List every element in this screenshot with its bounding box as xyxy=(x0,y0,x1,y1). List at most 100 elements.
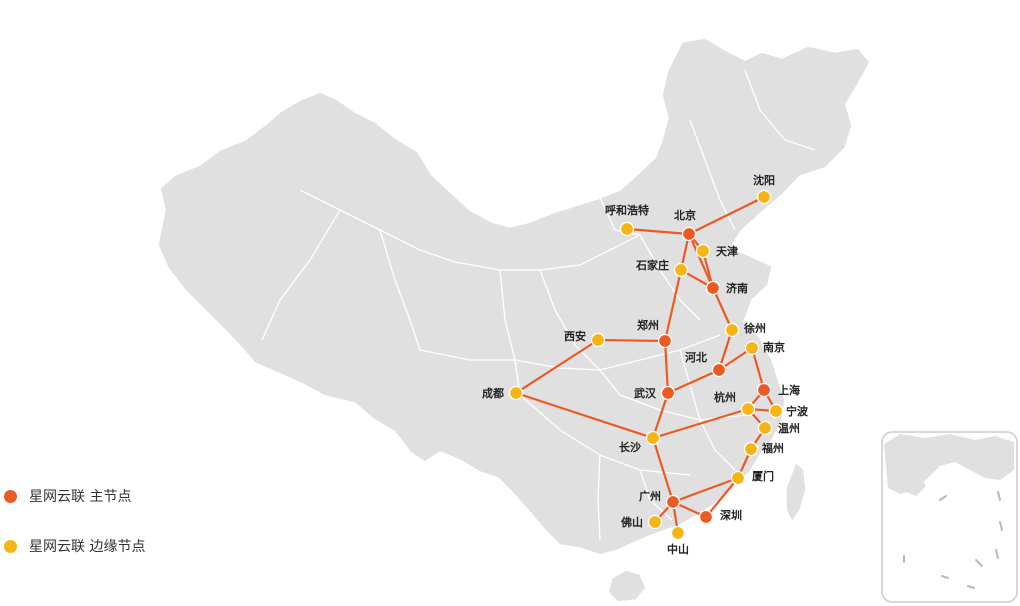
node-wenzhou[interactable]: 温州 xyxy=(757,420,801,436)
city-label-zhengzhou: 郑州 xyxy=(637,318,659,332)
city-label-guangzhou: 广州 xyxy=(639,489,661,503)
node-hebei[interactable]: 河北 xyxy=(685,350,727,378)
city-label-wuhan: 武汉 xyxy=(634,386,657,400)
edge-node-marker-ningbo[interactable] xyxy=(768,403,784,419)
node-xiamen[interactable]: 厦门 xyxy=(730,469,775,486)
edge-node-marker-huhehaote[interactable] xyxy=(619,221,635,237)
main-node-marker-hebei[interactable] xyxy=(711,362,727,378)
node-ningbo[interactable]: 宁波 xyxy=(768,403,809,419)
route-shijiazhuang-zhengzhou xyxy=(663,269,683,342)
city-label-shenzhen: 深圳 xyxy=(720,508,742,522)
city-label-xiamen: 厦门 xyxy=(752,469,774,483)
edge-node-marker-changsha[interactable] xyxy=(645,430,661,446)
city-label-hebei: 河北 xyxy=(685,350,707,364)
node-xuzhou[interactable]: 徐州 xyxy=(724,321,767,338)
main-node-dot-icon xyxy=(4,489,17,503)
route-chengdu-changsha xyxy=(515,391,654,440)
route-beijing-huhehaote xyxy=(626,227,690,236)
route-xiamen-shenzhen xyxy=(705,477,739,518)
edge-node-marker-shenyang[interactable] xyxy=(756,189,772,205)
south-china-sea-inset xyxy=(881,431,1018,603)
node-shenyang[interactable]: 沈阳 xyxy=(753,173,775,205)
route-beijing-shenyang xyxy=(688,196,765,235)
main-node-marker-guangzhou[interactable] xyxy=(665,494,681,510)
node-beijing[interactable]: 北京 xyxy=(674,208,697,242)
main-node-marker-beijing[interactable] xyxy=(681,226,697,242)
city-label-nanjing: 南京 xyxy=(763,340,785,354)
legend-main-label: 星网云联 主节点 xyxy=(29,489,132,505)
node-shenzhen[interactable]: 深圳 xyxy=(698,508,743,525)
legend-edge-label: 星网云联 边缘节点 xyxy=(29,539,146,555)
route-zhengzhou-wuhan xyxy=(663,340,670,394)
main-node-marker-zhengzhou[interactable] xyxy=(657,333,673,349)
city-label-foshan: 佛山 xyxy=(620,515,643,529)
route-wuhan-changsha xyxy=(651,392,670,439)
route-hangzhou-changsha xyxy=(652,407,749,440)
edge-node-marker-xuzhou[interactable] xyxy=(724,322,740,338)
taiwan-island xyxy=(785,460,807,524)
node-xian[interactable]: 西安 xyxy=(564,329,606,348)
main-node-marker-shenzhen[interactable] xyxy=(698,509,714,525)
city-label-shanghai: 上海 xyxy=(778,383,800,397)
legend-edge-node: 星网云联 边缘节点 xyxy=(4,536,145,556)
city-label-shijiazhuang: 石家庄 xyxy=(635,258,669,272)
edge-node-marker-shijiazhuang[interactable] xyxy=(673,262,689,278)
edge-node-marker-chengdu[interactable] xyxy=(508,385,524,401)
city-label-jinan: 济南 xyxy=(726,281,748,295)
city-label-shenyang: 沈阳 xyxy=(753,173,775,187)
edge-node-marker-xiamen[interactable] xyxy=(730,470,746,486)
main-node-marker-jinan[interactable] xyxy=(705,280,721,296)
city-label-xian: 西安 xyxy=(564,329,586,343)
edge-node-marker-tianjin[interactable] xyxy=(695,243,711,259)
node-shijiazhuang[interactable]: 石家庄 xyxy=(635,258,689,278)
city-label-tianjin: 天津 xyxy=(716,244,738,258)
node-guangzhou[interactable]: 广州 xyxy=(639,489,681,510)
edge-node-marker-xian[interactable] xyxy=(590,332,606,348)
node-fuzhou[interactable]: 福州 xyxy=(743,441,785,457)
china-landmass xyxy=(157,37,871,603)
node-changsha[interactable]: 长沙 xyxy=(619,430,661,455)
edge-node-marker-fuzhou[interactable] xyxy=(743,441,759,457)
node-wuhan[interactable]: 武汉 xyxy=(634,385,676,401)
node-huhehaote[interactable]: 呼和浩特 xyxy=(605,203,649,237)
city-label-ningbo: 宁波 xyxy=(786,404,809,418)
route-beijing-jinan xyxy=(687,233,715,289)
edge-node-marker-hangzhou[interactable] xyxy=(740,401,756,417)
city-label-fuzhou: 福州 xyxy=(761,441,784,455)
city-label-xuzhou: 徐州 xyxy=(743,321,766,335)
legend-main-node: 星网云联 主节点 xyxy=(4,486,131,506)
route-xiamen-guangzhou xyxy=(672,476,739,504)
node-foshan[interactable]: 佛山 xyxy=(620,514,663,530)
edge-node-marker-zhongshan[interactable] xyxy=(670,525,686,541)
hainan-island xyxy=(607,569,647,603)
city-label-chengdu: 成都 xyxy=(482,386,504,400)
node-jinan[interactable]: 济南 xyxy=(705,280,749,296)
node-zhongshan[interactable]: 中山 xyxy=(667,525,689,557)
route-hebei-wuhan xyxy=(667,368,720,395)
node-shanghai[interactable]: 上海 xyxy=(756,382,801,398)
node-chengdu[interactable]: 成都 xyxy=(482,385,524,401)
route-changsha-guangzhou xyxy=(651,437,675,503)
node-tianjin[interactable]: 天津 xyxy=(695,243,739,259)
edge-node-marker-foshan[interactable] xyxy=(647,514,663,530)
route-chengdu-xian xyxy=(515,339,599,394)
node-nanjing[interactable]: 南京 xyxy=(744,340,786,356)
city-label-hangzhou: 杭州 xyxy=(714,390,736,404)
city-label-huhehaote: 呼和浩特 xyxy=(605,203,649,217)
route-nanjing-shanghai xyxy=(750,347,766,391)
city-label-beijing: 北京 xyxy=(674,208,696,222)
node-zhengzhou[interactable]: 郑州 xyxy=(637,318,673,349)
node-hangzhou[interactable]: 杭州 xyxy=(714,390,756,417)
main-node-marker-shanghai[interactable] xyxy=(756,382,772,398)
route-xian-zhengzhou xyxy=(597,338,666,343)
edge-node-marker-nanjing[interactable] xyxy=(744,340,760,356)
city-label-wenzhou: 温州 xyxy=(778,421,800,435)
city-label-zhongshan: 中山 xyxy=(667,542,689,556)
edge-node-marker-wenzhou[interactable] xyxy=(757,420,773,436)
main-node-marker-wuhan[interactable] xyxy=(660,385,676,401)
city-label-changsha: 长沙 xyxy=(619,440,641,454)
route-jinan-xuzhou xyxy=(711,287,734,331)
